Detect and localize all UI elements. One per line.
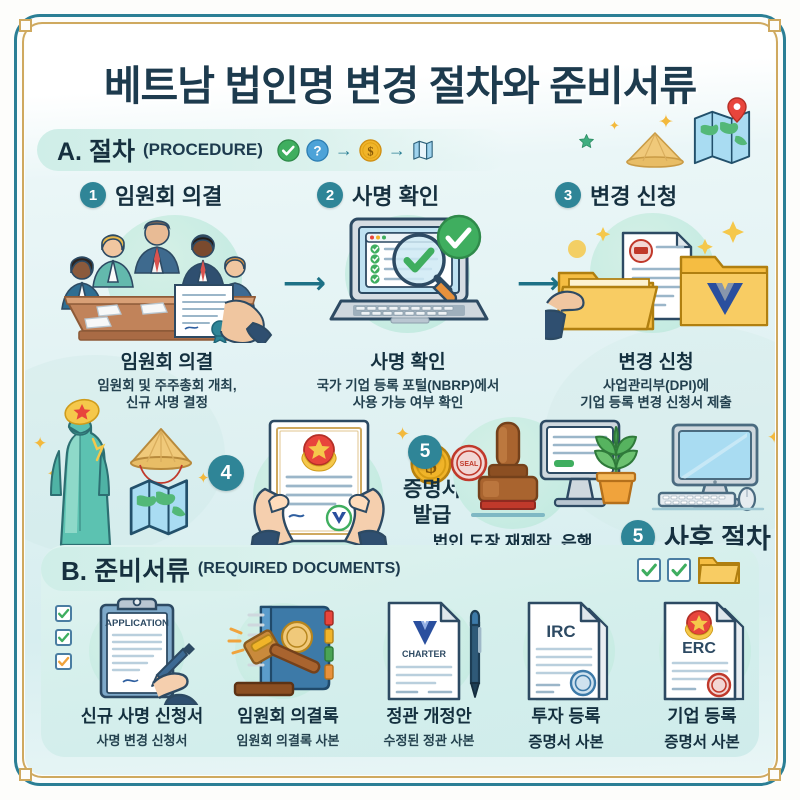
step-3-caption-title: 변경 신청 <box>618 352 694 373</box>
step-1-title: 임원회 의결 <box>115 184 223 209</box>
step-2-caption: 사명 확인 국가 기업 등록 포털(NBRP)에서 사용 가능 여부 확인 <box>293 347 523 412</box>
arrow-step2-to-step3: ⟶ <box>517 267 561 300</box>
doc-1-subtitle: 사명 변경 신청서 <box>96 733 188 748</box>
step-2-heading: 2 사명 확인 <box>317 179 439 211</box>
gavel-book-icon <box>227 605 334 697</box>
section-a-header: A. 절차 (PROCEDURE) ? → $ → <box>37 129 507 171</box>
doc-2-subtitle: 임원회 의결록 사본 <box>236 733 340 748</box>
doc-4-subtitle: 증명서 사본 <box>528 734 604 751</box>
step-2-caption-line2: 사용 가능 여부 확인 <box>352 395 464 411</box>
arrow-right-icon: → <box>387 140 406 160</box>
corner-ornament-bottom-left <box>19 768 32 781</box>
erc-document-icon: ERC <box>663 601 745 701</box>
step-1-heading: 1 임원회 의결 <box>80 179 222 211</box>
folder-icon <box>698 557 740 584</box>
conical-hat-icon <box>623 131 687 173</box>
svg-text:IRC: IRC <box>546 622 575 641</box>
step-badge-2: 2 <box>317 182 343 208</box>
step-badge-3: 3 <box>555 182 581 208</box>
step-2-caption-title: 사명 확인 <box>370 352 446 373</box>
svg-text:SEAL: SEAL <box>460 461 479 468</box>
step-3-title: 변경 신청 <box>590 184 678 209</box>
check-box-icon <box>667 558 691 582</box>
step-4-caption-line1: 증명서 <box>403 478 461 501</box>
step-badge-1: 1 <box>80 182 106 208</box>
step-badge-4: 4 <box>208 455 244 491</box>
doc-2-label: 임원회 의결록 임원회 의결록 사본 <box>213 703 363 749</box>
corner-ornament-top-left <box>19 19 32 32</box>
check-box-icon <box>637 558 661 582</box>
question-circle-icon: ? <box>306 138 329 162</box>
folder-submission-illustration <box>545 221 769 341</box>
step-3-caption-line2: 기업 등록 변경 신청서 제출 <box>580 395 732 411</box>
step-1-caption-title: 임원회 의결 <box>120 352 214 373</box>
doc-3-label: 정관 개정안 수정된 정관 사본 <box>359 703 499 749</box>
irc-document-icon: IRC <box>527 601 609 701</box>
step-1-caption-line2: 신규 사명 결정 <box>125 395 209 411</box>
page-title: 베트남 법인명 변경 절차와 준비서류 <box>103 63 697 109</box>
doc-2-title: 임원회 의결록 <box>237 706 339 726</box>
step-4-caption-line2: 발급 <box>412 504 452 528</box>
svg-text:ERC: ERC <box>682 640 716 657</box>
doc-5-title: 기업 등록 <box>667 706 737 726</box>
step-3-heading: 3 변경 신청 <box>555 179 677 211</box>
sparkle-icon: ✦ <box>658 112 674 133</box>
svg-text:CHARTER: CHARTER <box>402 649 446 659</box>
step-2-title: 사명 확인 <box>352 184 440 209</box>
doc-4-label: 투자 등록 증명서 사본 <box>499 703 633 752</box>
world-map-icon <box>129 479 189 536</box>
doc-1-title: 신규 사명 신청서 <box>80 706 204 726</box>
doc-5-subtitle: 증명서 사본 <box>664 734 740 751</box>
corner-ornament-top-right <box>768 19 781 32</box>
boardroom-meeting-illustration <box>61 220 273 343</box>
doc-1-checklist <box>55 605 72 670</box>
check-box-icon <box>55 629 72 646</box>
sparkle-icon: ✦ <box>33 434 48 453</box>
star-icon <box>578 133 595 154</box>
clipboard-signing-icon: APPLICATION <box>99 597 199 705</box>
map-icon <box>413 140 433 160</box>
step-2-caption-line1: 국가 기업 등록 포털(NBRP)에서 <box>316 378 500 393</box>
section-b-label-en: (REQUIRED DOCUMENTS) <box>197 560 401 577</box>
step-3-caption: 변경 신청 사업관리부(DPI)에 기업 등록 변경 신청서 제출 <box>537 347 775 412</box>
step-badge-5-left: 5 <box>408 435 442 469</box>
poster-canvas: 베트남 법인명 변경 절차와 준비서류 A. 절차 (PROCEDURE) ? … <box>25 25 775 775</box>
check-circle-icon <box>277 138 300 162</box>
arrow-step1-to-step2: ⟶ <box>283 267 327 300</box>
checklist-folder-cluster <box>637 553 741 587</box>
section-b-label-ko: B. 준비서류 <box>61 555 190 586</box>
section-b-header: B. 준비서류 (REQUIRED DOCUMENTS) <box>41 547 471 591</box>
svg-text:$: $ <box>367 144 373 158</box>
potted-plant-icon <box>594 426 638 505</box>
check-box-icon <box>55 653 72 670</box>
conical-hat-icon <box>130 428 192 484</box>
world-map-icon <box>691 97 753 171</box>
section-a-icon-sequence: ? → $ → <box>277 138 434 162</box>
flower-ornament-icon <box>64 398 100 426</box>
ao-dai-dress-icon <box>50 417 112 547</box>
doc-4-title: 투자 등록 <box>531 706 601 726</box>
doc-3-subtitle: 수정된 정관 사본 <box>383 733 475 748</box>
laptop-search-check-illustration <box>329 214 489 324</box>
arrow-right-icon: → <box>334 140 353 160</box>
sparkle-icon: ✦ <box>609 118 620 133</box>
svg-text:APPLICATION: APPLICATION <box>105 618 169 629</box>
corner-ornament-bottom-right <box>768 768 781 781</box>
doc-3-title: 정관 개정안 <box>386 706 472 726</box>
stamp-and-monitor-illustration: SEAL <box>450 419 621 517</box>
desktop-computer-icon <box>651 423 765 512</box>
doc-1-label: 신규 사명 신청서 사명 변경 신청서 <box>67 703 217 749</box>
section-a-label-en: (PROCEDURE) <box>142 140 263 159</box>
dollar-coin-icon: $ <box>359 138 382 162</box>
charter-document-icon: CHARTER <box>387 601 482 701</box>
step-1-caption-line1: 임원회 및 주주총회 개최, <box>97 378 237 393</box>
step-3-caption-line1: 사업관리부(DPI)에 <box>602 378 709 393</box>
check-box-icon <box>55 605 72 622</box>
section-a-label-ko: A. 절차 <box>57 138 135 166</box>
doc-5-label: 기업 등록 증명서 사본 <box>635 703 769 752</box>
step-1-caption: 임원회 의결 임원회 및 주주총회 개최, 신규 사명 결정 <box>61 347 273 412</box>
svg-text:?: ? <box>313 143 321 158</box>
step-4-caption: 증명서 발급 <box>373 477 491 530</box>
